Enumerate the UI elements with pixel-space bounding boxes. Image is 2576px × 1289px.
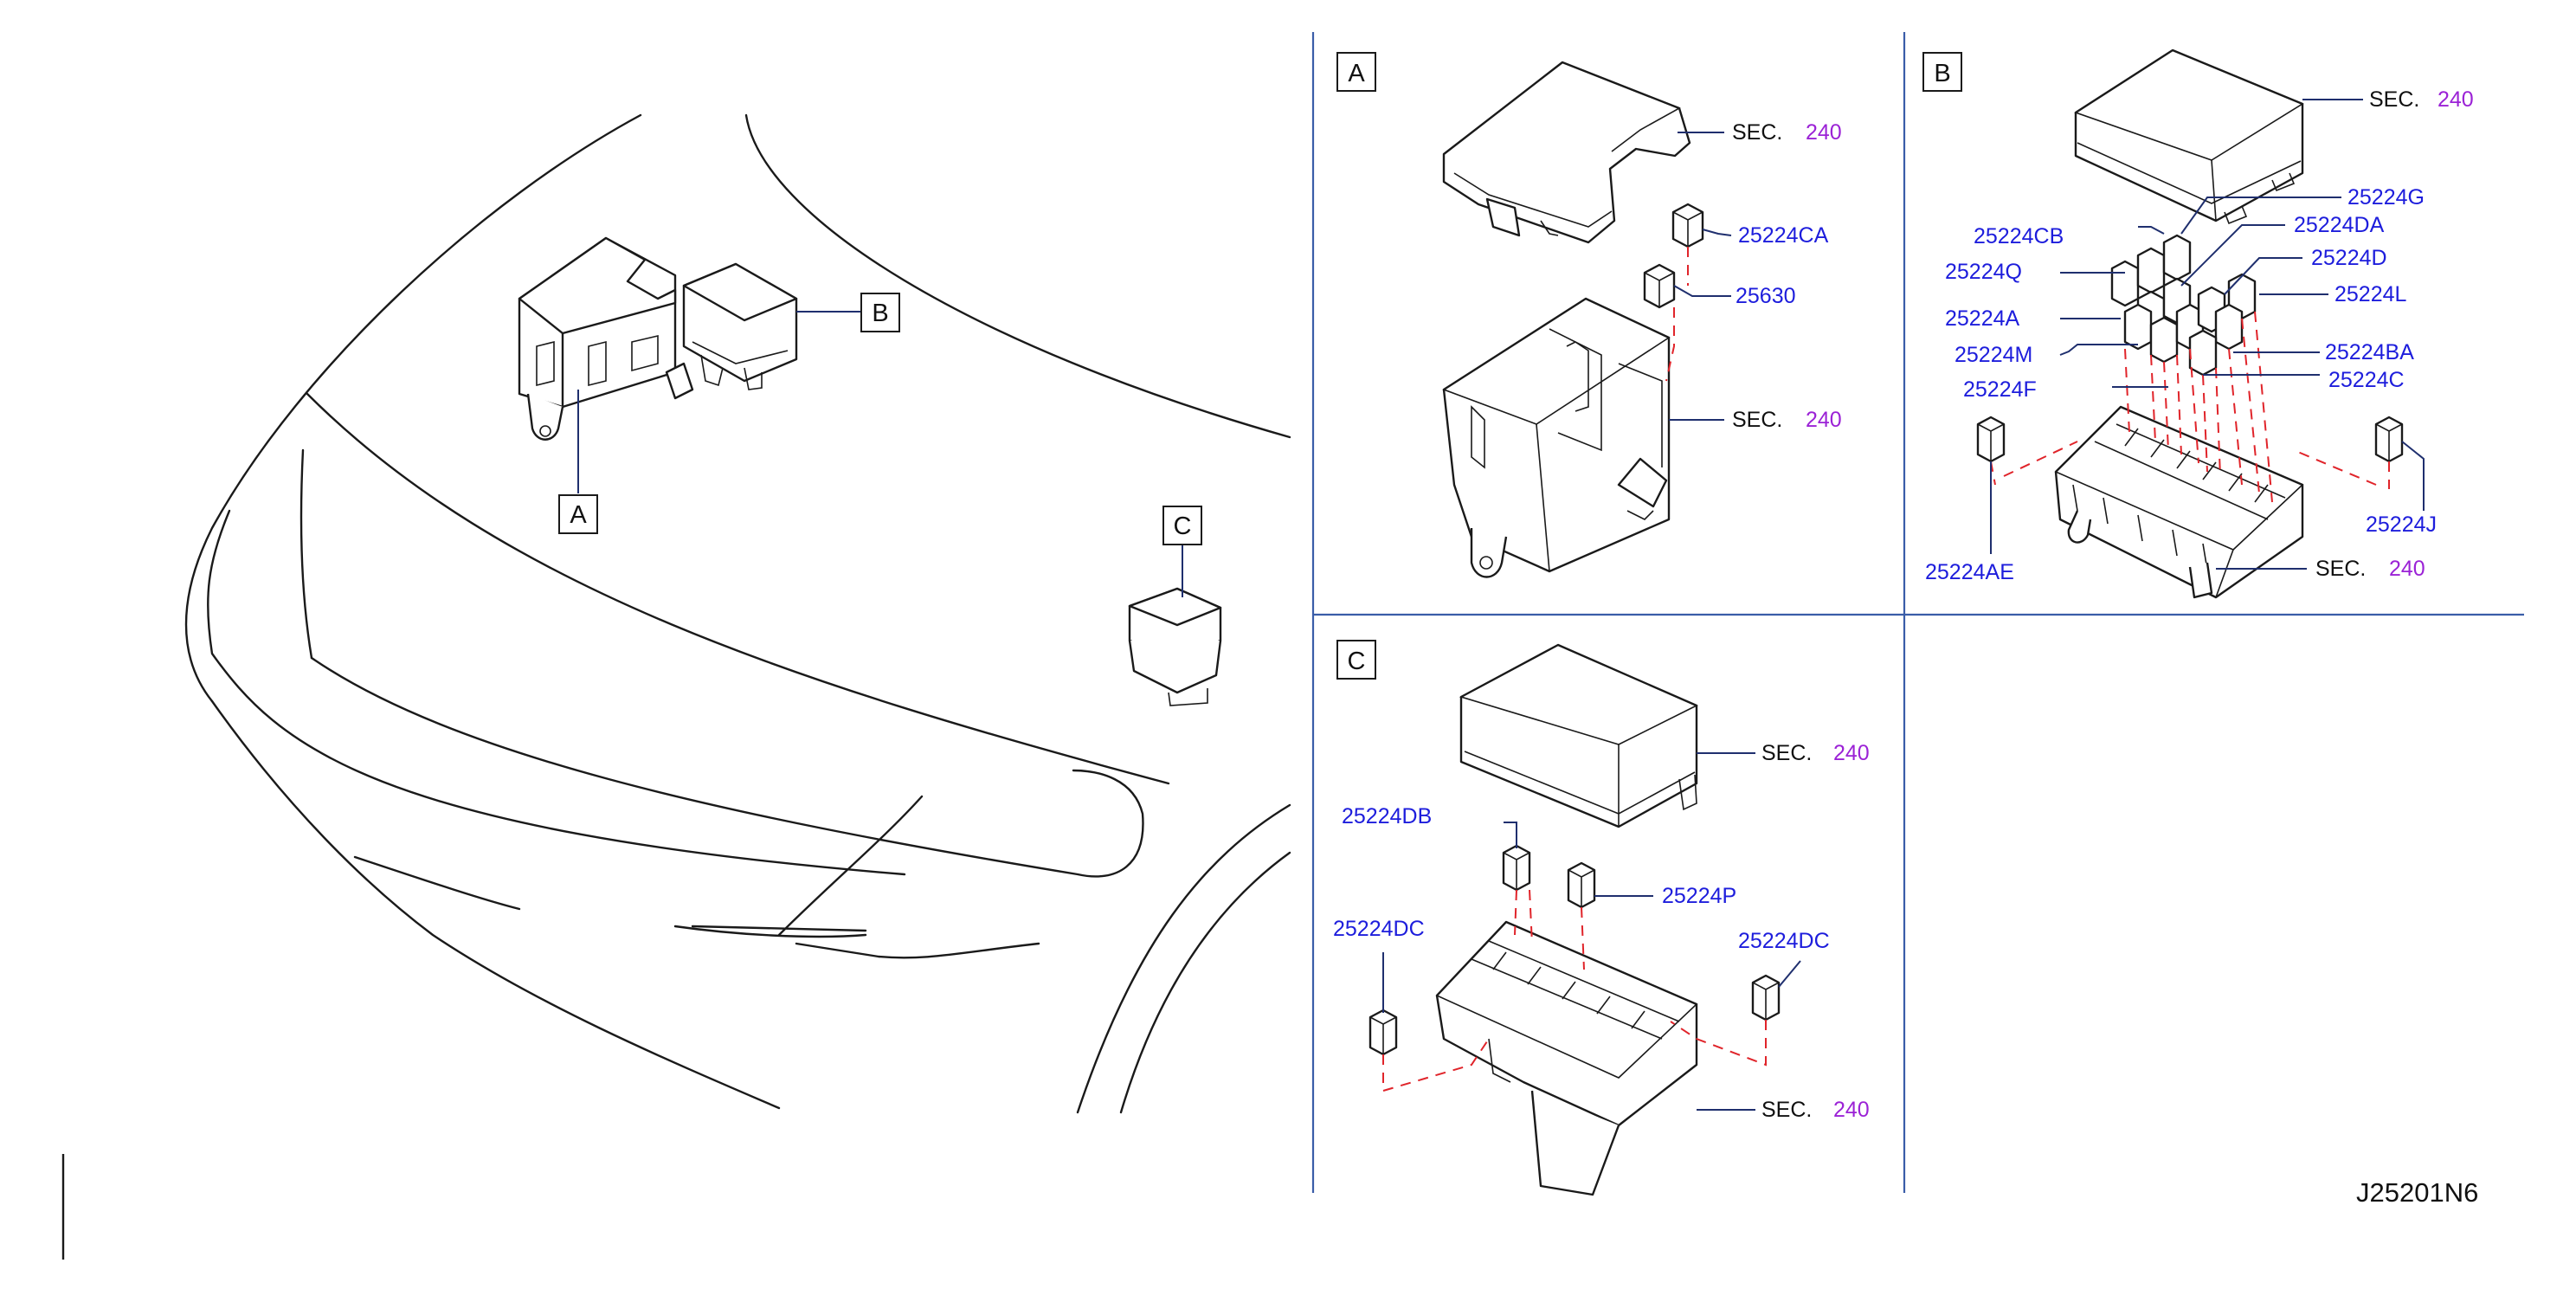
part-25224L: 25224L (2334, 282, 2407, 306)
panel-b-sec-bot: SEC. (2315, 557, 2366, 581)
part-25224Q: 25224Q (1945, 260, 2022, 284)
part-25224G: 25224G (2347, 185, 2425, 209)
part-25630: 25630 (1736, 284, 1796, 308)
panel-a-sec-top-num: 240 (1806, 120, 1842, 145)
vehicle-overview (184, 113, 1291, 1114)
part-25224D: 25224D (2311, 246, 2387, 270)
callout-label-c: C (1174, 512, 1192, 540)
part-25224AE: 25224AE (1925, 560, 2014, 584)
panel-c: C SEC. 240 (1333, 640, 1870, 1196)
panel-c-letter: C (1348, 648, 1366, 675)
panel-c-sec-top: SEC. (1761, 741, 1812, 765)
callout-label-b: B (872, 300, 888, 327)
callout-box-a (558, 494, 598, 534)
part-25224DC-right: 25224DC (1738, 929, 1830, 953)
panel-c-sec-top-num: 240 (1833, 741, 1870, 765)
callout-box-c (1162, 506, 1202, 545)
part-25224C: 25224C (2328, 368, 2405, 392)
panel-a-letter: A (1348, 60, 1365, 87)
part-25224BA: 25224BA (2325, 340, 2414, 364)
panel-b-sec-top: SEC. (2369, 87, 2419, 112)
panel-a-sec-mid: SEC. (1732, 408, 1782, 432)
part-25224CA: 25224CA (1738, 223, 1829, 248)
diagram-code: J25201N6 (2356, 1177, 2478, 1208)
part-25224F: 25224F (1963, 377, 2037, 402)
overview-relay-box-b (665, 262, 798, 400)
part-25224P: 25224P (1662, 884, 1736, 908)
callout-label-a: A (570, 501, 587, 529)
panel-grid (1311, 32, 2524, 1193)
part-25224DA: 25224DA (2294, 213, 2385, 237)
panel-a: A SEC. 240 25224CA (1336, 52, 1842, 578)
panel-a-sec-mid-num: 240 (1806, 408, 1842, 432)
part-25224CB: 25224CB (1974, 224, 2064, 248)
panel-b-letter: B (1934, 60, 1950, 87)
part-25224M: 25224M (1955, 343, 2032, 367)
panel-a-letter-box (1336, 52, 1376, 92)
part-25224J: 25224J (2366, 512, 2437, 537)
callout-box-b (860, 293, 900, 332)
overview-relay-box-c (1128, 587, 1222, 706)
panel-b: B (1922, 48, 2474, 599)
panel-c-sec-bot: SEC. (1761, 1098, 1812, 1122)
overview-fuse-box-a (518, 236, 677, 441)
panel-a-sec-top: SEC. (1732, 120, 1782, 145)
part-25224DB: 25224DB (1342, 804, 1432, 828)
panel-b-sec-bot-num: 240 (2389, 557, 2425, 581)
panel-c-letter-box (1336, 640, 1376, 680)
panel-c-sec-bot-num: 240 (1833, 1098, 1870, 1122)
part-25224DC-left: 25224DC (1333, 917, 1425, 941)
panel-b-sec-top-num: 240 (2438, 87, 2474, 112)
panel-b-letter-box (1922, 52, 1962, 92)
part-25224A: 25224A (1945, 306, 2020, 331)
